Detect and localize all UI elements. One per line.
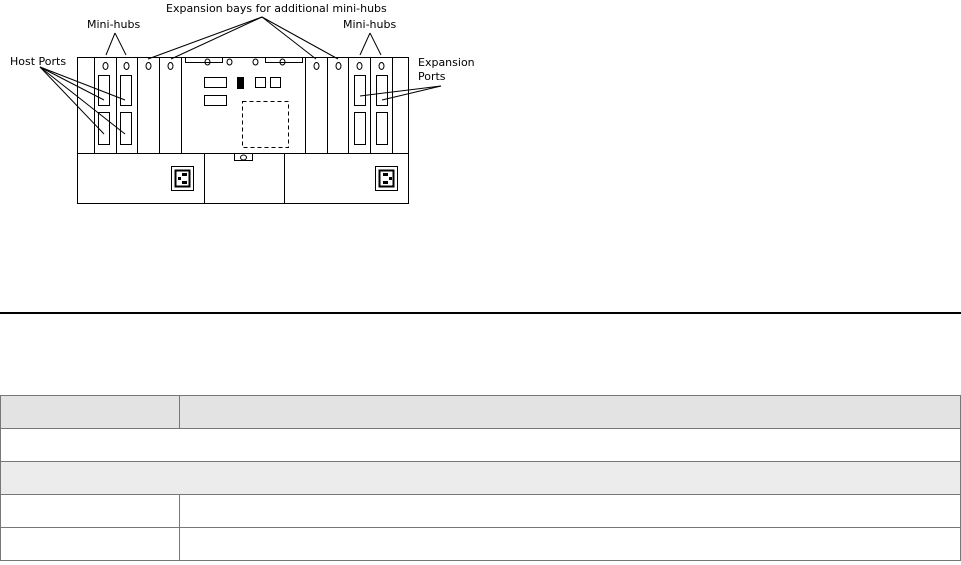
table-cell: [0, 527, 180, 561]
host-port-connectors: [98, 75, 132, 145]
expansion-ports-label-line1: Expansion: [418, 56, 475, 69]
controller-rear-diagram: Expansion bays for additional mini-hubs …: [0, 0, 961, 215]
expansion-bays-label: Expansion bays for additional mini-hubs: [166, 2, 387, 15]
expansion-port-connectors: [354, 75, 388, 145]
data-table: [0, 395, 961, 561]
table-row: [0, 494, 961, 528]
mini-hubs-right-label: Mini-hubs: [343, 18, 397, 31]
table-section-row: [0, 461, 961, 495]
table-row: [0, 428, 961, 462]
table-row: [0, 527, 961, 561]
host-ports-label: Host Ports: [10, 55, 67, 68]
controller-rear-drawing: [39, 16, 442, 204]
mini-hubs-left-label: Mini-hubs: [87, 18, 141, 31]
table-header-cell: [0, 395, 180, 429]
section-divider: [0, 312, 961, 314]
table-cell: [179, 527, 961, 561]
power-socket-left: [171, 166, 194, 191]
table-header-cell: [179, 395, 961, 429]
table-cell: [0, 494, 180, 528]
power-socket-right: [375, 166, 398, 191]
right-slots: [305, 57, 393, 153]
table-header-row: [0, 395, 961, 429]
left-slots: [94, 57, 182, 153]
controller-board: [181, 57, 305, 161]
screw-circles: [102, 58, 385, 70]
table-cell: [0, 428, 961, 462]
expansion-ports-label-line2: Ports: [418, 70, 446, 83]
table-cell: [179, 494, 961, 528]
callout-lines: [39, 16, 442, 135]
table-cell: [0, 461, 961, 495]
